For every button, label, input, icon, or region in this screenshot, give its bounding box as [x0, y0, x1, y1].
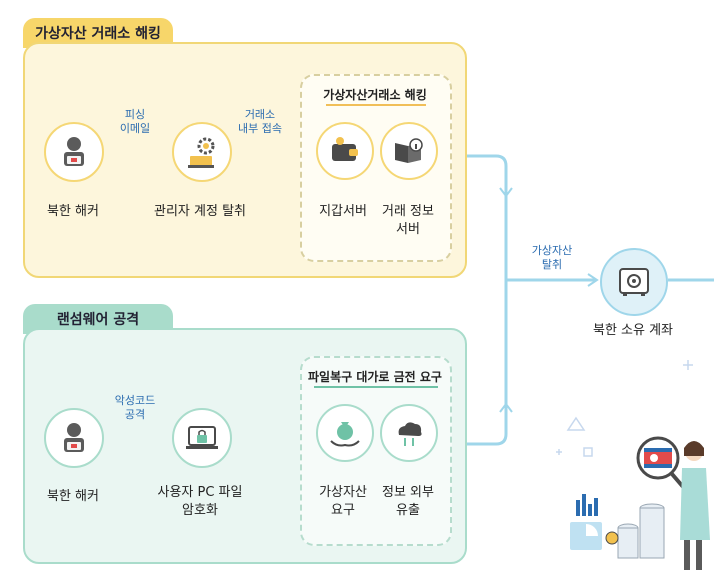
internal-line2: 내부 접속 — [238, 122, 282, 135]
admin-circle — [172, 122, 232, 182]
person-decor — [680, 441, 710, 570]
wallet-icon — [332, 137, 358, 161]
crypto-line1: 가상자산 — [319, 485, 367, 500]
internal-line1: 거래소 — [244, 108, 276, 121]
leak-line2: 유출 — [396, 503, 420, 518]
coin-stack-decor — [605, 503, 665, 559]
crypto-line2: 요구 — [331, 503, 355, 518]
malware-line1: 악성코드 — [114, 394, 156, 407]
hacker-circle-bottom — [44, 408, 104, 468]
hacker-icon — [64, 137, 84, 166]
book-info-icon — [395, 138, 423, 163]
phishing-label: 피싱 이메일 — [105, 108, 165, 136]
pc-circle — [172, 408, 232, 468]
merge-bottom-chevron — [499, 402, 513, 413]
hacker-label-top: 북한 해커 — [47, 204, 99, 219]
merge-line-top — [463, 154, 508, 280]
steal-line2: 탈취 — [541, 258, 563, 271]
wallet-circle — [316, 122, 374, 180]
hacking-box-underline — [326, 104, 426, 106]
malware-label: 악성코드 공격 — [105, 394, 165, 422]
leak-line1: 정보 외부 — [382, 485, 434, 500]
money-bag-icon — [330, 422, 360, 447]
crypto-label: 가상자산 요구 — [306, 484, 380, 520]
steal-line1: 가상자산 — [531, 244, 573, 257]
merge-line-bottom — [463, 280, 508, 446]
trade-line1: 거래 정보 — [382, 204, 434, 219]
account-circle — [600, 248, 668, 316]
phishing-line2: 이메일 — [119, 122, 151, 135]
steal-label: 가상자산 탈취 — [522, 244, 582, 272]
trade-line2: 서버 — [396, 222, 420, 237]
hacking-box-title: 가상자산거래소 해킹 — [323, 88, 427, 102]
arrow-to-account-head — [587, 273, 599, 287]
wallet-label: 지갑서버 — [319, 204, 367, 219]
hacker-icon — [64, 423, 84, 452]
ransom-box-title: 파일복구 대가로 금전 요구 — [308, 370, 442, 384]
trade-label: 거래 정보 서버 — [370, 203, 446, 239]
pc-label: 사용자 PC 파일 암호화 — [140, 484, 260, 520]
hacker-label-bottom: 북한 해커 — [47, 489, 99, 504]
trade-server-circle — [380, 122, 438, 180]
account-label: 북한 소유 계좌 — [592, 323, 674, 338]
hacker-circle-top — [44, 122, 104, 182]
gear-laptop-icon — [188, 137, 215, 168]
merge-top-chevron — [499, 187, 513, 198]
safe-icon — [619, 268, 649, 296]
locked-laptop-icon — [186, 426, 218, 449]
crypto-circle — [316, 404, 374, 462]
ransom-box-underline — [314, 386, 438, 388]
pc-line1: 사용자 PC 파일 — [157, 485, 243, 500]
internal-access-label: 거래소 내부 접속 — [230, 108, 290, 136]
decor-sparkles — [556, 360, 693, 457]
ransomware-title: 랜섬웨어 공격 — [56, 312, 140, 328]
hacking-title: 가상자산 거래소 해킹 — [35, 26, 161, 42]
pc-line2: 암호화 — [182, 503, 218, 518]
cloud-download-icon — [398, 422, 422, 446]
magnifier-flag-decor — [636, 436, 686, 490]
phishing-line1: 피싱 — [124, 108, 146, 121]
admin-label: 관리자 계정 탈취 — [154, 204, 246, 219]
malware-line2: 공격 — [124, 408, 146, 421]
leak-label: 정보 외부 유출 — [370, 484, 446, 520]
chart-bars-decor — [570, 494, 602, 550]
leak-circle — [380, 404, 438, 462]
